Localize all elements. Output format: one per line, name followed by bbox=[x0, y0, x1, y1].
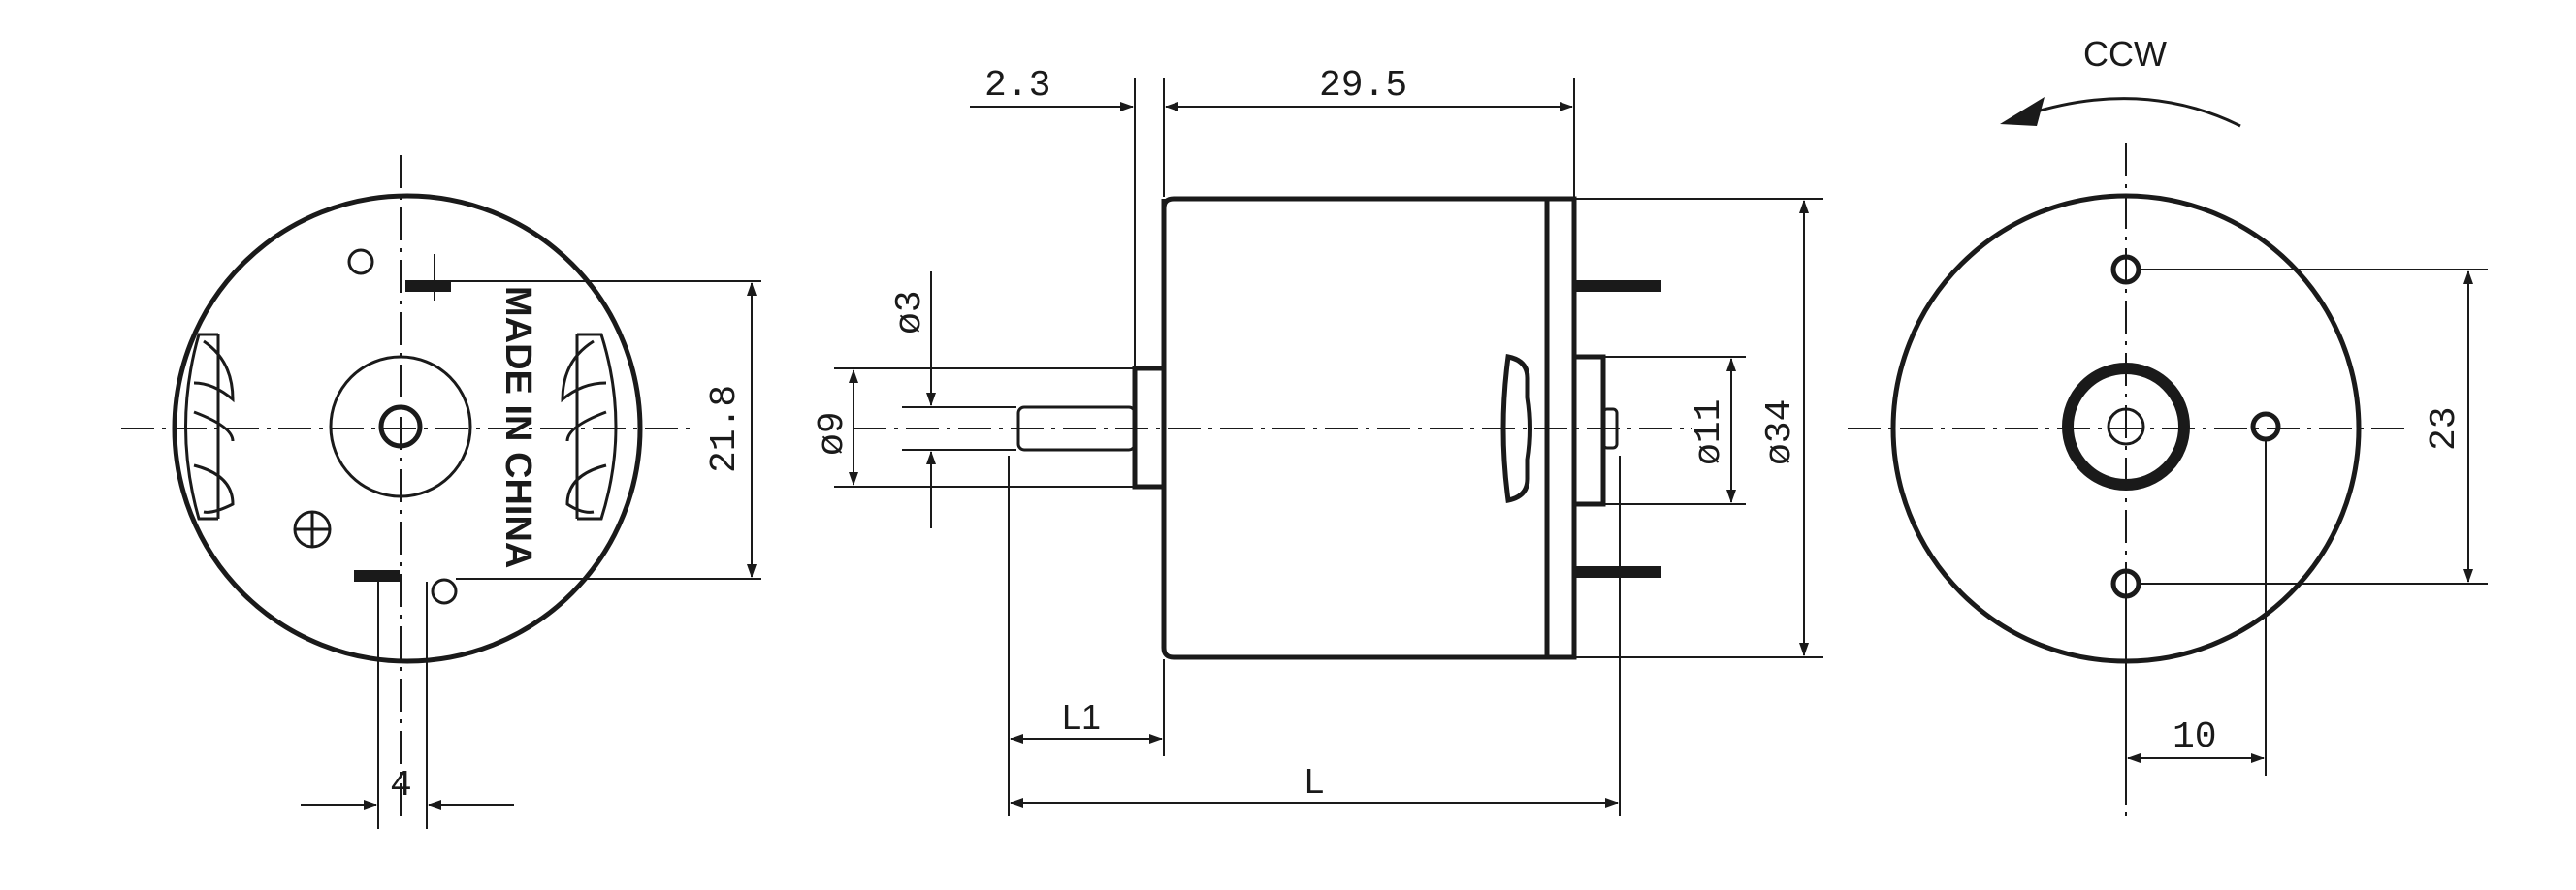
dim-flange-thickness: 2.3 bbox=[984, 65, 1050, 107]
dim-l: L bbox=[1304, 761, 1324, 801]
rotation-arrowhead bbox=[2000, 97, 2045, 126]
left-boss bbox=[329, 355, 472, 498]
plus-icon bbox=[293, 510, 332, 549]
dim-hole-offset: 10 bbox=[2173, 716, 2217, 758]
dim-hole-spacing: 23 bbox=[2424, 406, 2465, 451]
dim-body-diameter: ø34 bbox=[1759, 399, 1801, 465]
left-vent-hole-top bbox=[347, 248, 374, 275]
side-bearing-nub bbox=[1601, 407, 1619, 450]
stamp-text: MADE IN CHINA bbox=[498, 286, 538, 568]
dim-terminal-spacing: 21.8 bbox=[704, 385, 746, 473]
right-shaft bbox=[2107, 407, 2145, 446]
side-spring-clip bbox=[1500, 354, 1532, 503]
dim-l1: L1 bbox=[1062, 697, 1101, 737]
dim-body-length: 29.5 bbox=[1319, 65, 1407, 107]
right-boss-outer bbox=[2062, 363, 2190, 491]
side-end-boss bbox=[1571, 354, 1606, 507]
right-end-view: CCW 23 10 bbox=[1848, 34, 2488, 816]
dim-shaft-diameter: ø3 bbox=[889, 290, 931, 334]
dim-collar-diameter: ø9 bbox=[812, 411, 853, 456]
left-vent-hole-bottom bbox=[431, 578, 458, 605]
left-end-view: MADE IN CHINA 21.8 4 bbox=[121, 155, 761, 829]
side-view: 2.3 29.5 ø3 ø9 ø11 ø34 L1 L bbox=[812, 65, 1823, 816]
right-mount-hole-side bbox=[2250, 411, 2281, 442]
dim-boss-diameter: ø11 bbox=[1689, 399, 1730, 465]
left-bearing bbox=[378, 404, 423, 449]
rotation-direction: CCW bbox=[2083, 34, 2167, 74]
dim-terminal-width: 4 bbox=[390, 765, 412, 807]
left-brush-slot-left bbox=[184, 333, 235, 521]
left-brush-slot-right bbox=[561, 333, 618, 521]
rotation-arrow bbox=[2026, 97, 2241, 128]
